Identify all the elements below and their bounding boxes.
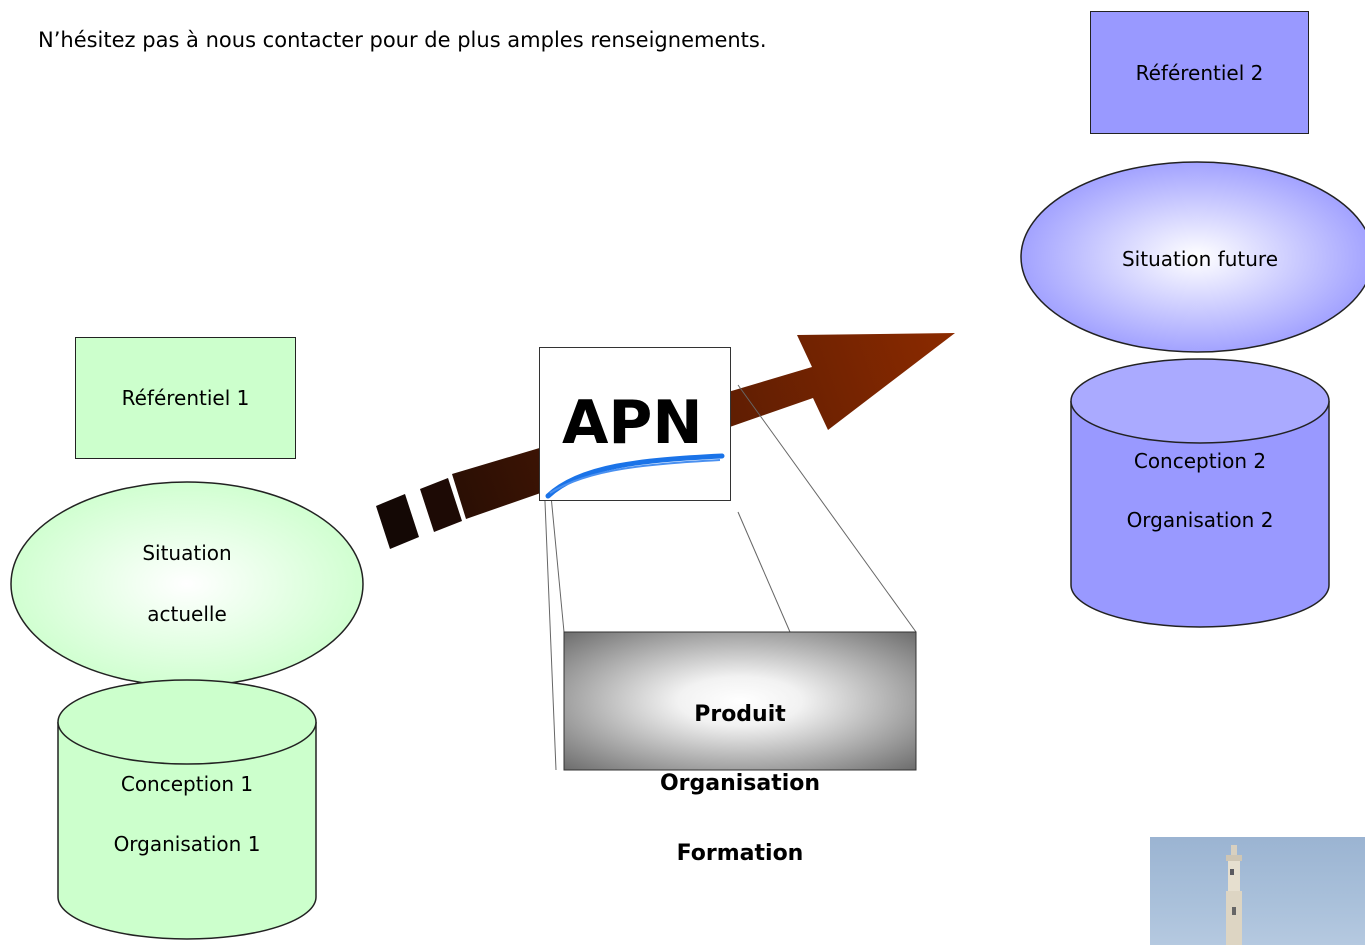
box-item-formation: Formation xyxy=(676,841,804,866)
situation-actuelle-line1: Situation xyxy=(142,541,232,565)
situation-actuelle-ellipse xyxy=(10,481,364,687)
apn-logo-text: APN xyxy=(562,388,703,458)
referentiel-2-label: Référentiel 2 xyxy=(1135,60,1264,85)
situation-future-ellipse xyxy=(1020,161,1365,353)
lighthouse-photo xyxy=(1150,837,1365,945)
right-cylinder xyxy=(1070,358,1330,628)
arrow-dash-1 xyxy=(376,494,419,549)
apn-logo-card: APN xyxy=(539,347,731,501)
box-item-organisation: Organisation xyxy=(659,771,821,796)
apn-logo: APN xyxy=(545,388,725,499)
referentiel-2-box: Référentiel 2 xyxy=(1090,11,1309,134)
organisation-2-label: Organisation 2 xyxy=(1126,508,1274,532)
left-cylinder xyxy=(57,679,317,940)
referentiel-1-label: Référentiel 1 xyxy=(121,386,250,410)
referentiel-1-box: Référentiel 1 xyxy=(75,337,296,459)
conception-2-label: Conception 2 xyxy=(1133,449,1267,473)
box-item-produit: Produit xyxy=(694,702,786,727)
organisation-1-label: Organisation 1 xyxy=(113,832,261,856)
conception-1-label: Conception 1 xyxy=(120,772,254,796)
situation-actuelle-line2: actuelle xyxy=(147,602,227,626)
intro-text: N’hésitez pas à nous contacter pour de p… xyxy=(38,28,767,52)
apn-services-box xyxy=(563,631,917,771)
lighthouse-icon xyxy=(1226,845,1242,945)
situation-future-label: Situation future xyxy=(1121,247,1278,271)
arrow-dash-2 xyxy=(420,478,462,532)
